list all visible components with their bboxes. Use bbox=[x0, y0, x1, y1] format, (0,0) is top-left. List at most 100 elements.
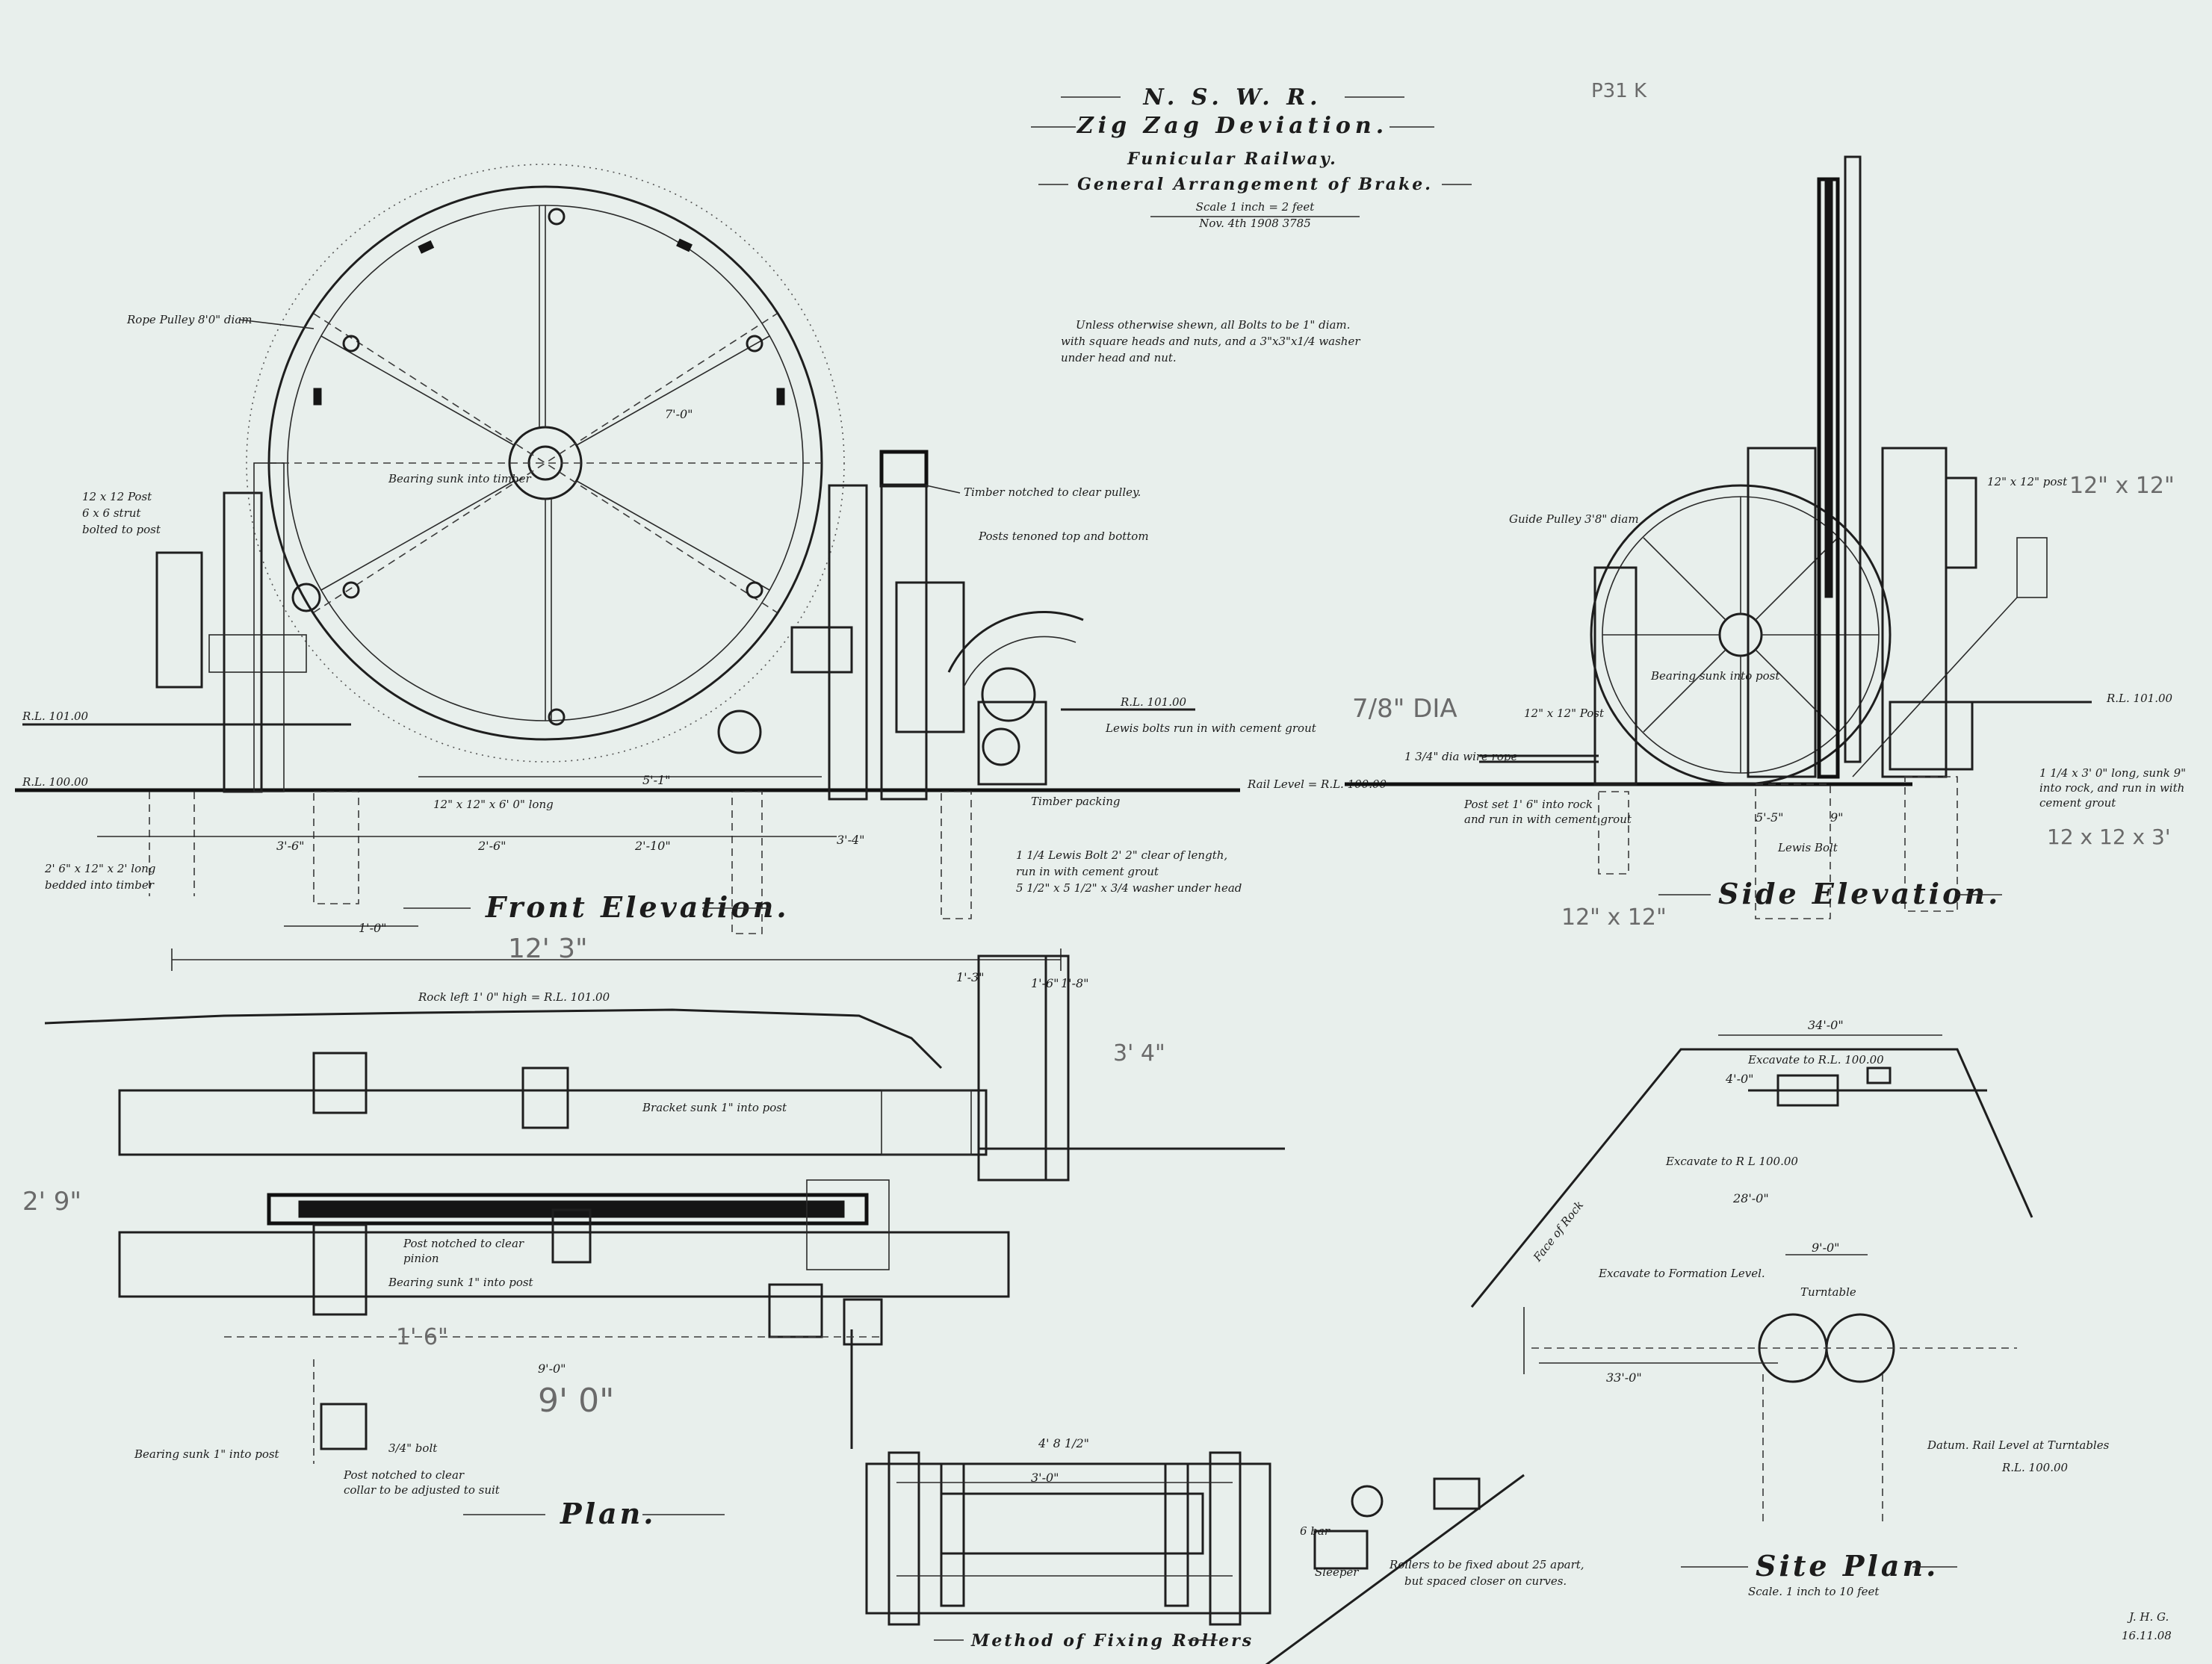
note-side-bolt-1: 1 1/4 x 3' 0" long, sunk 9" bbox=[2039, 766, 2186, 780]
note-timber-notched: Timber notched to clear pulley. bbox=[964, 485, 1141, 499]
note-lewis-bolt-long-1: 1 1/4 Lewis Bolt 2' 2" clear of length, bbox=[1016, 848, 1227, 862]
note-rope-pulley: Rope Pulley 8'0" diam bbox=[126, 313, 252, 326]
note-wire-rope: 1 3/4" dia wire rope bbox=[1404, 750, 1517, 763]
dim-1-6: 1'-6" bbox=[1031, 976, 1059, 990]
title-line-1: N. S. W. R. bbox=[1142, 84, 1322, 111]
label-side-elevation: Side Elevation. bbox=[1718, 877, 2001, 910]
note-left-b-1: 2' 6" x 12" x 2' long bbox=[44, 862, 155, 875]
general-note: Unless otherwise shewn, all Bolts to be … bbox=[1061, 318, 1360, 364]
note-excavate-rl: Excavate to R.L. 100.00 bbox=[1747, 1053, 1884, 1067]
note-bearing: Bearing sunk into timber bbox=[388, 472, 532, 485]
note-bearing-post: Bearing sunk into post bbox=[1650, 669, 1780, 683]
dim-2-10: 2'-10" bbox=[634, 839, 671, 853]
dim-33: 33'-0" bbox=[1606, 1370, 1642, 1385]
note-lewis-bolt-long-2: run in with cement grout bbox=[1016, 865, 1159, 878]
general-note-line-1: Unless otherwise shewn, all Bolts to be … bbox=[1076, 318, 1350, 332]
note-excavate-rl-big: Excavate to R L 100.00 bbox=[1665, 1155, 1798, 1168]
pencil-2-9: 2' 9" bbox=[22, 1187, 81, 1217]
method-fixing-rollers: 4' 8 1/2" 3'-0" Rollers to be fixed abou… bbox=[865, 1436, 1584, 1664]
note-sleeper: Sleeper bbox=[1315, 1565, 1359, 1579]
note-rl-101: R.L. 101.00 bbox=[1120, 695, 1187, 709]
note-face-of-rock: Face of Rock bbox=[1530, 1199, 1586, 1265]
note-post-notched-2-2: collar to be adjusted to suit bbox=[344, 1483, 501, 1497]
note-timber-packing: Timber packing bbox=[1031, 795, 1121, 808]
dim-9: 9" bbox=[1830, 810, 1844, 825]
note-bar: 6 bar bbox=[1300, 1524, 1330, 1538]
note-post-set-1: Post set 1' 6" into rock bbox=[1463, 798, 1593, 811]
title-block: N. S. W. R. Zig Zag Deviation. Funicular… bbox=[1031, 84, 1472, 230]
note-post-notched-1: Post notched to clear bbox=[403, 1237, 524, 1250]
pencil-12x12-top: 12" x 12" bbox=[2069, 473, 2175, 499]
site-plan: 34'-0" Excavate to R.L. 100.00 Excavate … bbox=[1470, 1018, 2110, 1598]
note-post-12: 12" x 12" Post bbox=[1524, 707, 1605, 720]
note-lewis-bolts: Lewis bolts run in with cement grout bbox=[1105, 721, 1317, 735]
dim-4-8: 4' 8 1/2" bbox=[1038, 1436, 1089, 1450]
signature-date: 16.11.08 bbox=[2122, 1629, 2172, 1642]
note-side-bolt-2: into rock, and run in with bbox=[2039, 781, 2184, 795]
pencil-diam: 7/8" DIA bbox=[1352, 694, 1457, 724]
note-bolt-label: 3/4" bolt bbox=[388, 1441, 438, 1455]
pencil-12x12-bottom: 12" x 12" bbox=[1561, 904, 1667, 931]
note-datum: Datum. Rail Level at Turntables bbox=[1927, 1438, 2110, 1452]
dim-34: 34'-0" bbox=[1808, 1018, 1844, 1032]
title-date: Nov. 4th 1908 3785 bbox=[1198, 217, 1311, 230]
general-note-line-2: with square heads and nuts, and a 3"x3"x… bbox=[1061, 335, 1360, 348]
note-datum-rl: R.L. 100.00 bbox=[2001, 1461, 2069, 1474]
note-post-notched-2: pinion bbox=[403, 1252, 439, 1265]
dim-5-1: 5'-1" bbox=[642, 773, 671, 787]
dim-28: 28'-0" bbox=[1732, 1191, 1769, 1205]
pencil-12x12-right: 12 x 12 x 3' bbox=[2047, 825, 2171, 849]
note-turntable: Turntable bbox=[1800, 1285, 1856, 1299]
note-post-notched-2-1: Post notched to clear bbox=[343, 1468, 465, 1482]
label-plan: Plan. bbox=[560, 1497, 657, 1530]
note-bracket: Bracket sunk 1" into post bbox=[642, 1101, 787, 1114]
pencil-1-6: 1' 6" bbox=[396, 1324, 448, 1350]
front-elevation: Rope Pulley 8'0" diam Bearing sunk into … bbox=[15, 164, 1387, 971]
note-rollers-2: but spaced closer on curves. bbox=[1404, 1574, 1567, 1588]
note-rl-100-left: R.L. 100.00 bbox=[22, 775, 89, 789]
side-elevation: Guide Pulley 3'8" diam Bearing sunk into… bbox=[1345, 155, 2186, 931]
note-guide-pulley: Guide Pulley 3'8" diam bbox=[1509, 512, 1639, 526]
dim-2-6: 2'-6" bbox=[477, 839, 506, 853]
label-site-plan: Site Plan. bbox=[1756, 1549, 1939, 1583]
label-front-elevation: Front Elevation. bbox=[485, 890, 790, 924]
dim-1-0: 1'-0" bbox=[359, 921, 387, 935]
note-left-b-2: bedded into timber bbox=[45, 878, 155, 892]
title-line-2: Zig Zag Deviation. bbox=[1076, 113, 1388, 139]
title-scale: Scale 1 inch = 2 feet bbox=[1196, 200, 1316, 214]
signature: J. H. G. 16.11.08 bbox=[2122, 1610, 2172, 1642]
dim-3-0: 3'-0" bbox=[1031, 1471, 1059, 1485]
plan-view: Rock left 1' 0" high = R.L. 101.00 Brack… bbox=[22, 954, 1285, 1530]
pencil-12-3: 12' 3" bbox=[508, 934, 588, 964]
note-rl-101-left: R.L. 101.00 bbox=[22, 710, 89, 723]
title-line-3: Funicular Railway. bbox=[1127, 149, 1338, 169]
dim-1-8: 1'-8" bbox=[1061, 976, 1089, 990]
note-side-bolt-3: cement grout bbox=[2039, 796, 2116, 810]
note-sleeper-dim: 12" x 12" x 6' 0" long bbox=[433, 798, 554, 811]
dim-5-5: 5'-5" bbox=[1756, 810, 1784, 825]
label-method: Method of Fixing Rollers bbox=[970, 1631, 1254, 1651]
note-post-set-2: and run in with cement grout bbox=[1464, 813, 1632, 826]
note-lewis-bolt: Lewis Bolt bbox=[1777, 841, 1838, 854]
signature-initials: J. H. G. bbox=[2127, 1610, 2169, 1624]
note-lewis-bolt-long-3: 5 1/2" x 5 1/2" x 3/4 washer under head bbox=[1016, 881, 1242, 895]
note-rail-level: Rail Level = R.L. 100.00 bbox=[1247, 777, 1387, 791]
note-side-strut: 12" x 12" post bbox=[1987, 475, 2068, 488]
note-excavate-formation: Excavate to Formation Level. bbox=[1598, 1267, 1765, 1280]
dim-site-9-0: 9'-0" bbox=[1812, 1241, 1840, 1255]
note-rock-left: Rock left 1' 0" high = R.L. 101.00 bbox=[418, 990, 610, 1004]
note-rollers-1: Rollers to be fixed about 25 apart, bbox=[1389, 1558, 1584, 1571]
dim-9-0: 9'-0" bbox=[538, 1362, 566, 1376]
note-side-rl-101: R.L. 101.00 bbox=[2106, 692, 2173, 705]
note-left-a-3: bolted to post bbox=[82, 523, 161, 536]
pencil-3-4: 3' 4" bbox=[1113, 1040, 1165, 1067]
note-bearing-sunk: Bearing sunk 1" into post bbox=[388, 1276, 534, 1289]
dim-4: 4'-0" bbox=[1725, 1072, 1754, 1086]
note-left-a-1: 12 x 12 Post bbox=[82, 490, 152, 503]
label-site-plan-scale: Scale. 1 inch to 10 feet bbox=[1748, 1585, 1880, 1598]
dim-3-4: 3'-4" bbox=[837, 833, 865, 847]
dim-1-3: 1'-3" bbox=[956, 970, 985, 984]
note-bearing-sunk-2: Bearing sunk 1" into post bbox=[134, 1447, 280, 1461]
